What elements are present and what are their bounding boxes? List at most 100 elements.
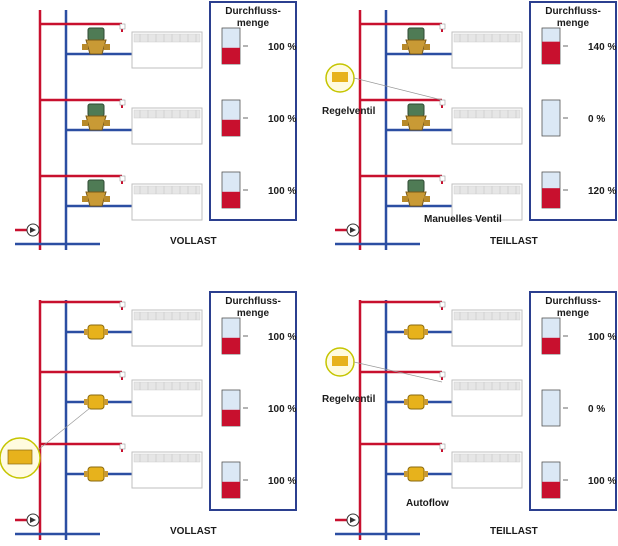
valve-body-icon [85,115,107,131]
state-caption: TEILLAST [490,526,538,537]
valve-port-icon [424,196,430,202]
pump-arrow-icon [350,517,356,523]
flow-gauge-fill [542,481,560,498]
radiator-grille-icon [453,381,521,391]
valve-detail-icon [7,449,33,465]
flow-gauge-label: 0 % [588,114,605,125]
state-caption: TEILLAST [490,236,538,247]
quadrant-1: VOLLAST Durchfluss-menge 100 % 100 % 100 % [15,1,297,250]
valve-body-icon [85,191,107,207]
thermostat-head-icon [439,23,446,30]
flow-gauge-fill [222,191,240,208]
autoflow-valve-icon [87,394,105,410]
flow-gauge-label: 100 % [268,186,296,197]
regelventil-label: Regelventil [322,106,376,117]
flow-gauge-label: 100 % [588,476,616,487]
radiator-grille-icon [133,453,201,463]
bottom-valve-label: Manuelles Ventil [424,214,502,225]
radiator-grille-icon [453,453,521,463]
flow-gauge-label: 140 % [588,42,616,53]
state-caption: VOLLAST [170,236,217,247]
valve-port-icon [82,44,88,50]
flow-panel-title-line2: menge [237,18,270,29]
valve-port-icon [404,471,408,477]
flow-panel-title-line2: menge [557,18,590,29]
thermostat-head-icon [119,301,126,308]
flow-gauge-label: 0 % [588,404,605,415]
autoflow-valve-icon [407,466,425,482]
thermostat-head-icon [439,175,446,182]
flow-panel-title-line1: Durchfluss- [545,6,601,17]
valve-head-icon [407,179,425,193]
callout-line [37,407,91,451]
thermostat-head-icon [439,443,446,450]
pump-arrow-icon [350,227,356,233]
valve-port-icon [84,399,88,405]
valve-head-icon [407,27,425,41]
flow-gauge-label: 100 % [588,332,616,343]
thermostat-head-icon [439,301,446,308]
radiator-grille-icon [133,33,201,43]
radiator-grille-icon [133,311,201,321]
valve-body-icon [405,39,427,55]
radiator-grille-icon [133,109,201,119]
valve-port-icon [424,44,430,50]
flow-gauge [541,99,561,137]
autoflow-valve-icon [407,324,425,340]
thermostat-head-icon [119,175,126,182]
flow-gauge-label: 100 % [268,404,296,415]
thermostat-head-icon [119,23,126,30]
valve-port-icon [402,120,408,126]
valve-detail-icon [332,356,348,366]
valve-port-icon [402,196,408,202]
valve-port-icon [404,329,408,335]
valve-head-icon [87,27,105,41]
thermostat-head-icon [439,99,446,106]
flow-gauge-fill [222,481,240,498]
valve-port-icon [82,196,88,202]
flow-gauge-label: 120 % [588,186,616,197]
regelventil-label: Regelventil [322,394,376,405]
radiator-grille-icon [453,109,521,119]
thermostat-head-icon [119,371,126,378]
state-caption: VOLLAST [170,526,217,537]
flow-panel-title-line1: Durchfluss- [225,6,281,17]
autoflow-valve-icon [87,466,105,482]
valve-port-icon [104,471,108,477]
flow-gauge-label: 100 % [268,476,296,487]
valve-port-icon [82,120,88,126]
flow-gauge-fill [222,337,240,354]
valve-port-icon [424,329,428,335]
valve-port-icon [424,399,428,405]
valve-port-icon [104,44,110,50]
radiator-grille-icon [453,33,521,43]
thermostat-head-icon [439,371,446,378]
valve-port-icon [104,399,108,405]
callout-line [353,77,443,101]
valve-port-icon [424,471,428,477]
pump-arrow-icon [30,227,36,233]
flow-gauge-fill [542,41,560,64]
flow-gauge-label: 100 % [268,114,296,125]
valve-port-icon [104,329,108,335]
radiator-grille-icon [453,185,521,195]
flow-gauge [541,389,561,427]
valve-body-icon [405,191,427,207]
valve-body-icon [85,39,107,55]
callout-line [353,361,443,383]
autoflow-valve-icon [87,324,105,340]
flow-panel-title-line1: Durchfluss- [225,296,281,307]
radiator-grille-icon [133,185,201,195]
valve-port-icon [84,471,88,477]
pump-arrow-icon [30,517,36,523]
valve-port-icon [424,120,430,126]
flow-panel-title-line2: menge [237,308,270,319]
flow-gauge-label: 100 % [268,42,296,53]
valve-head-icon [407,103,425,117]
quadrant-4: RegelventilAutoflowTEILLASTDurchfluss-me… [322,291,617,540]
flow-gauge-fill [542,188,560,208]
radiator-grille-icon [453,311,521,321]
